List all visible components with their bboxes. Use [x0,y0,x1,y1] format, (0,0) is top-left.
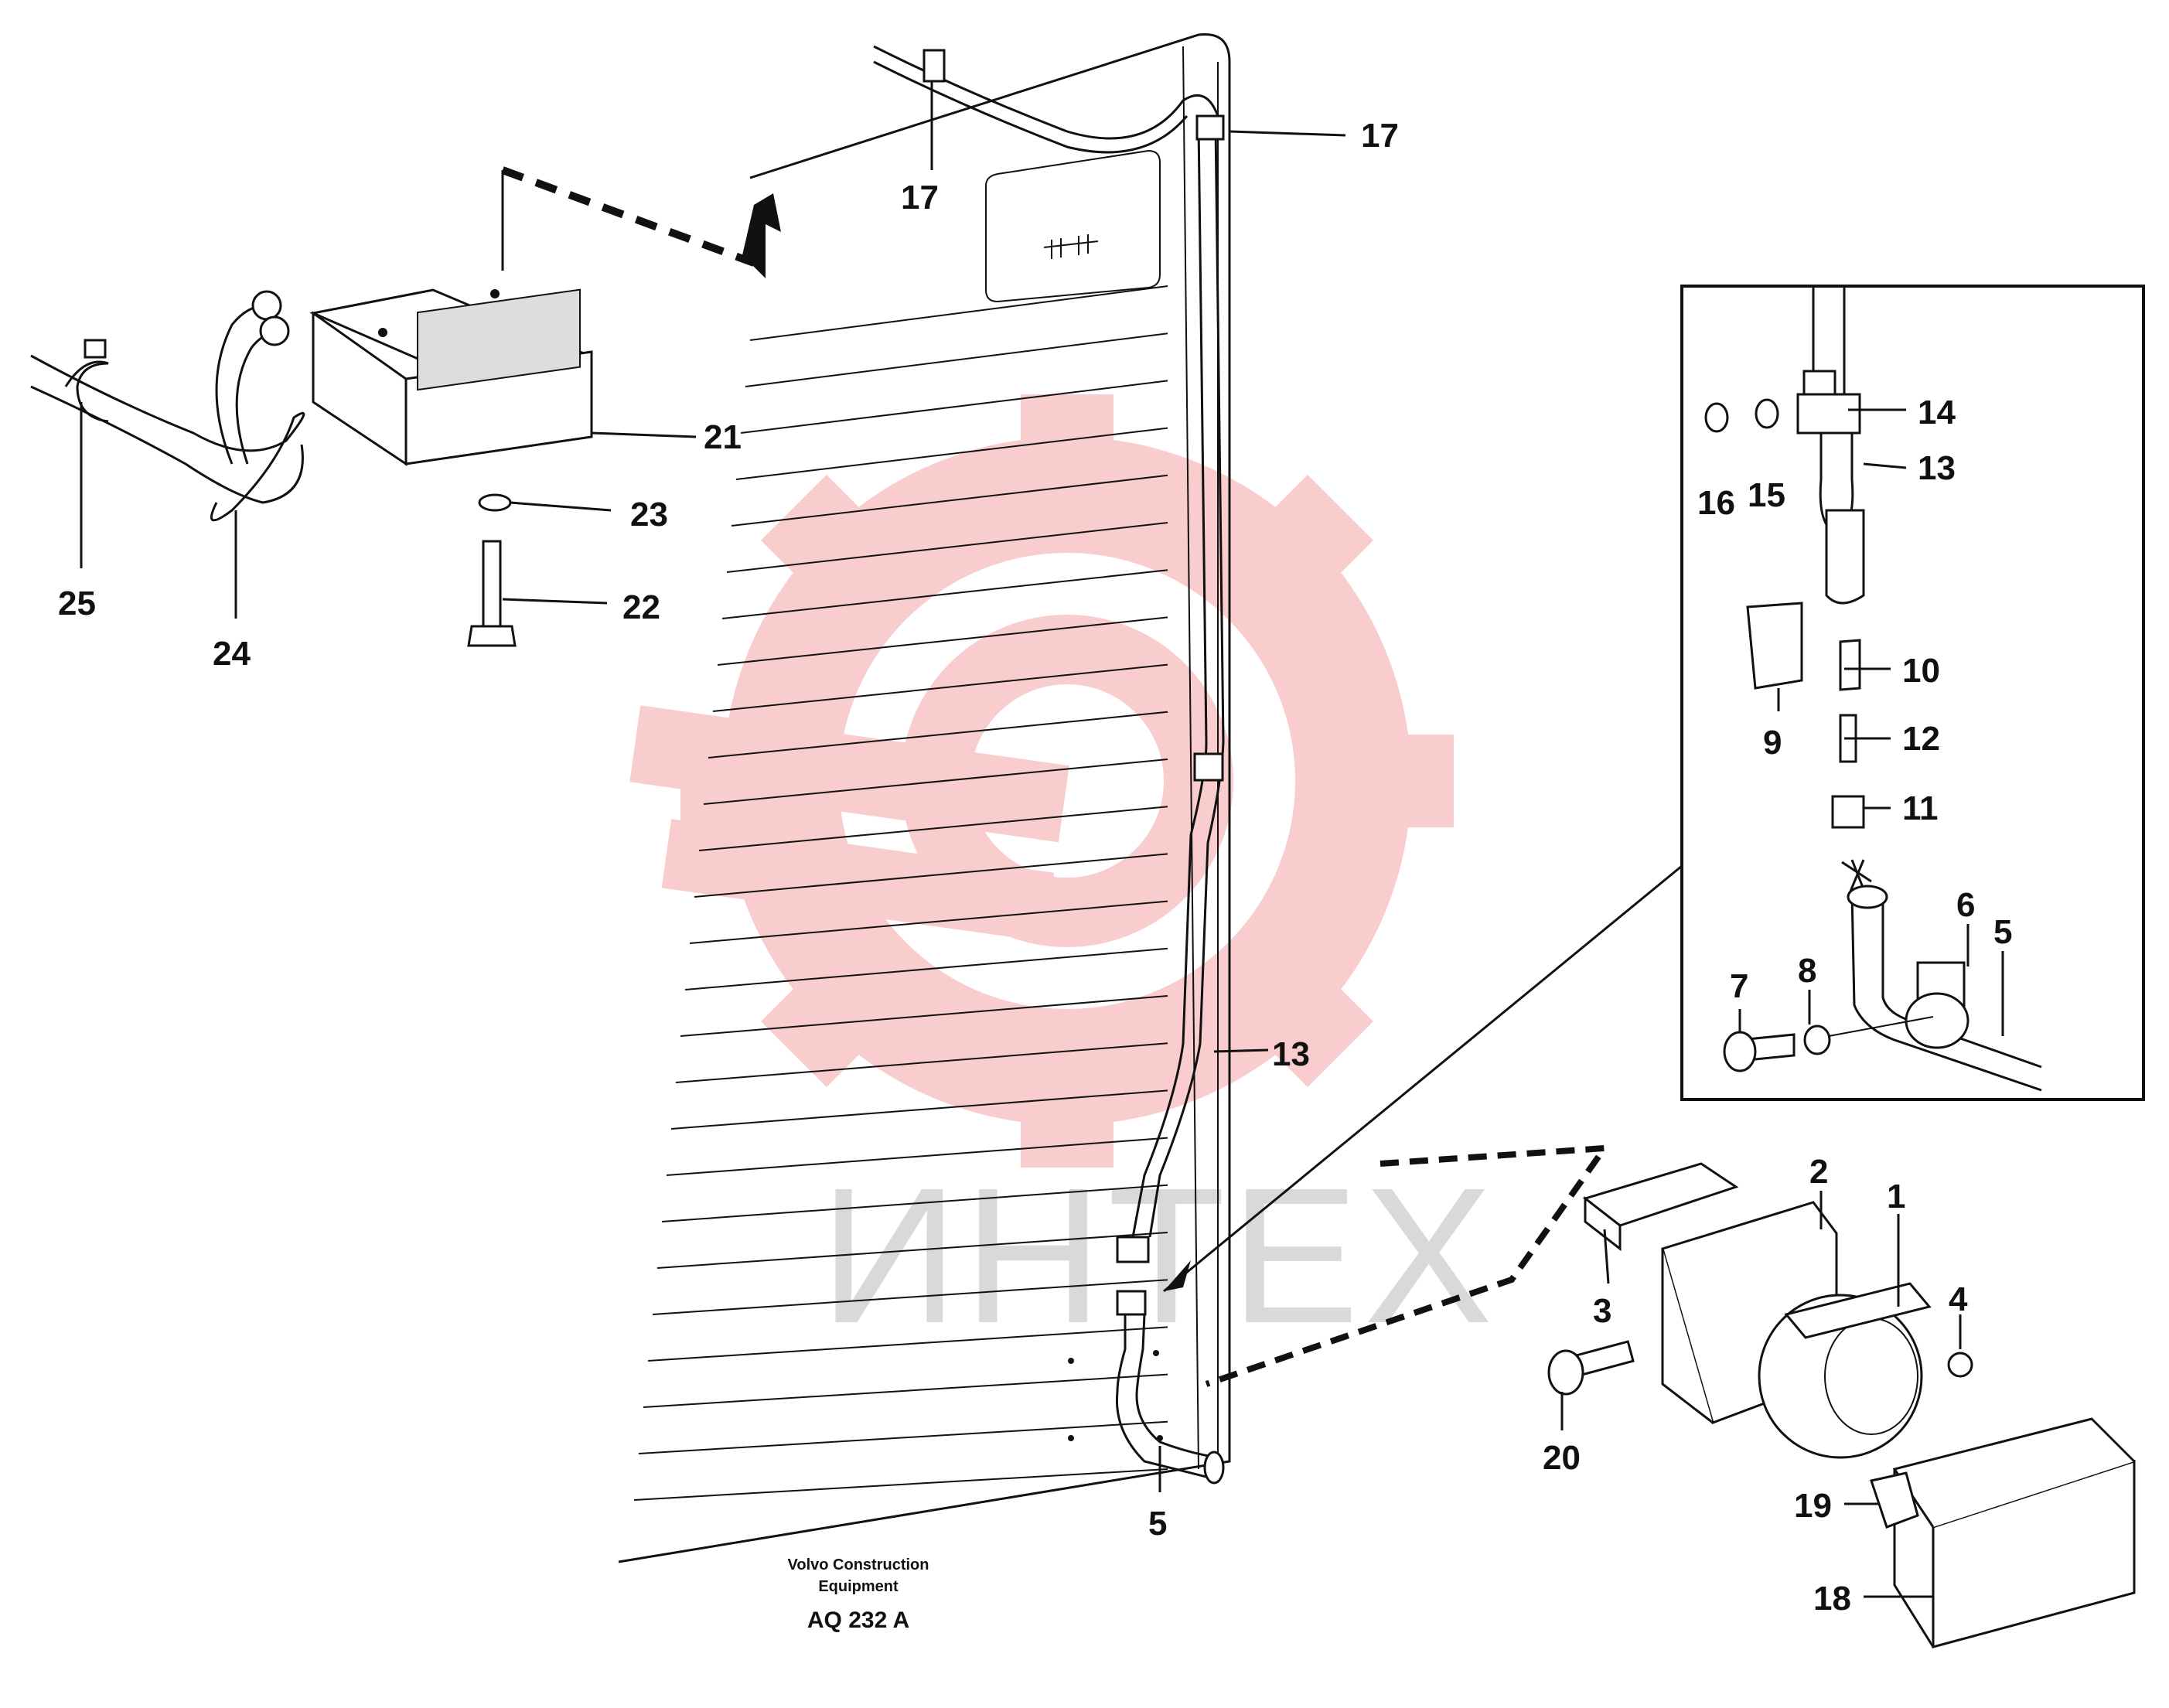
grille-slat [689,900,1168,944]
radiator-grille-panel [618,32,1231,1563]
grille-slat [643,1373,1168,1408]
grille-slat [717,616,1168,666]
grille-slat [731,474,1168,527]
grille-slat [670,1089,1168,1130]
callout-13-main: 13 [1272,1035,1310,1073]
caption-code: AQ 232 A [807,1607,909,1633]
grille-slat [712,663,1168,712]
callout-22: 22 [622,588,660,626]
grille-slat [661,1184,1168,1222]
cable-24 [30,290,305,522]
grille-slat [680,995,1168,1037]
grille-slat [698,806,1168,851]
callout-13-inset: 13 [1918,449,1956,487]
callout-4: 4 [1949,1280,1968,1318]
callout-2: 2 [1809,1153,1828,1191]
callout-9: 9 [1763,724,1782,762]
grille-slat [694,853,1168,898]
cover-18 [1892,1417,2136,1648]
callout-10: 10 [1902,652,1940,690]
callout-19: 19 [1794,1487,1832,1525]
callout-17-right: 17 [1361,117,1399,155]
grille-slat [708,711,1168,759]
grille-slat [721,569,1168,619]
callout-11: 11 [1902,789,1939,827]
grille-slat [749,285,1168,341]
callout-8: 8 [1798,952,1816,990]
callout-18: 18 [1813,1580,1851,1618]
grille-slat [633,1468,1168,1501]
grille-slat [638,1420,1168,1454]
callout-5-inset: 5 [1993,913,2012,951]
callout-3: 3 [1593,1292,1611,1330]
caption: Volvo Construction Equipment AQ 232 A [788,1556,929,1633]
screw-20 [1547,1340,1635,1396]
callout-16: 16 [1697,484,1735,522]
grille-slat [647,1326,1168,1362]
callout-labels: 17 17 21 23 22 25 24 13 5 14 13 16 15 10… [58,117,2012,1618]
detail-inset [1680,285,2145,1101]
callout-17-top: 17 [901,179,939,216]
grille-slat [703,759,1168,805]
grille-slat [675,1042,1168,1083]
leader-lines [80,81,2004,1598]
grille-slat [740,380,1168,434]
bolt-22 [467,540,517,647]
grille-slat [726,522,1168,573]
callout-7: 7 [1730,967,1748,1005]
cable-harness [873,45,1225,1485]
grille-slat [666,1137,1168,1176]
callout-24: 24 [213,635,251,673]
callout-21: 21 [704,418,742,456]
callout-6: 6 [1956,886,1975,924]
callout-25: 25 [58,585,96,622]
callout-12: 12 [1902,720,1940,758]
callout-20: 20 [1543,1439,1581,1477]
grille-slat [745,332,1168,387]
grille-slat [735,427,1168,480]
callout-14: 14 [1918,394,1956,431]
reflector-box [309,288,593,466]
callout-15: 15 [1748,476,1785,514]
grille-slat [652,1279,1168,1315]
callout-5-main: 5 [1148,1505,1167,1543]
caption-line1: Volvo Construction [788,1556,929,1573]
buzzer-bracket-3 [1582,1162,1739,1252]
grille-slat [656,1232,1168,1269]
caption-line2: Equipment [818,1578,899,1595]
callout-1: 1 [1887,1178,1905,1215]
buzzer-1 [1758,1282,1932,1459]
gear-logo-icon [629,394,1454,1168]
callout-23: 23 [630,496,668,534]
grille-slat [684,947,1168,990]
